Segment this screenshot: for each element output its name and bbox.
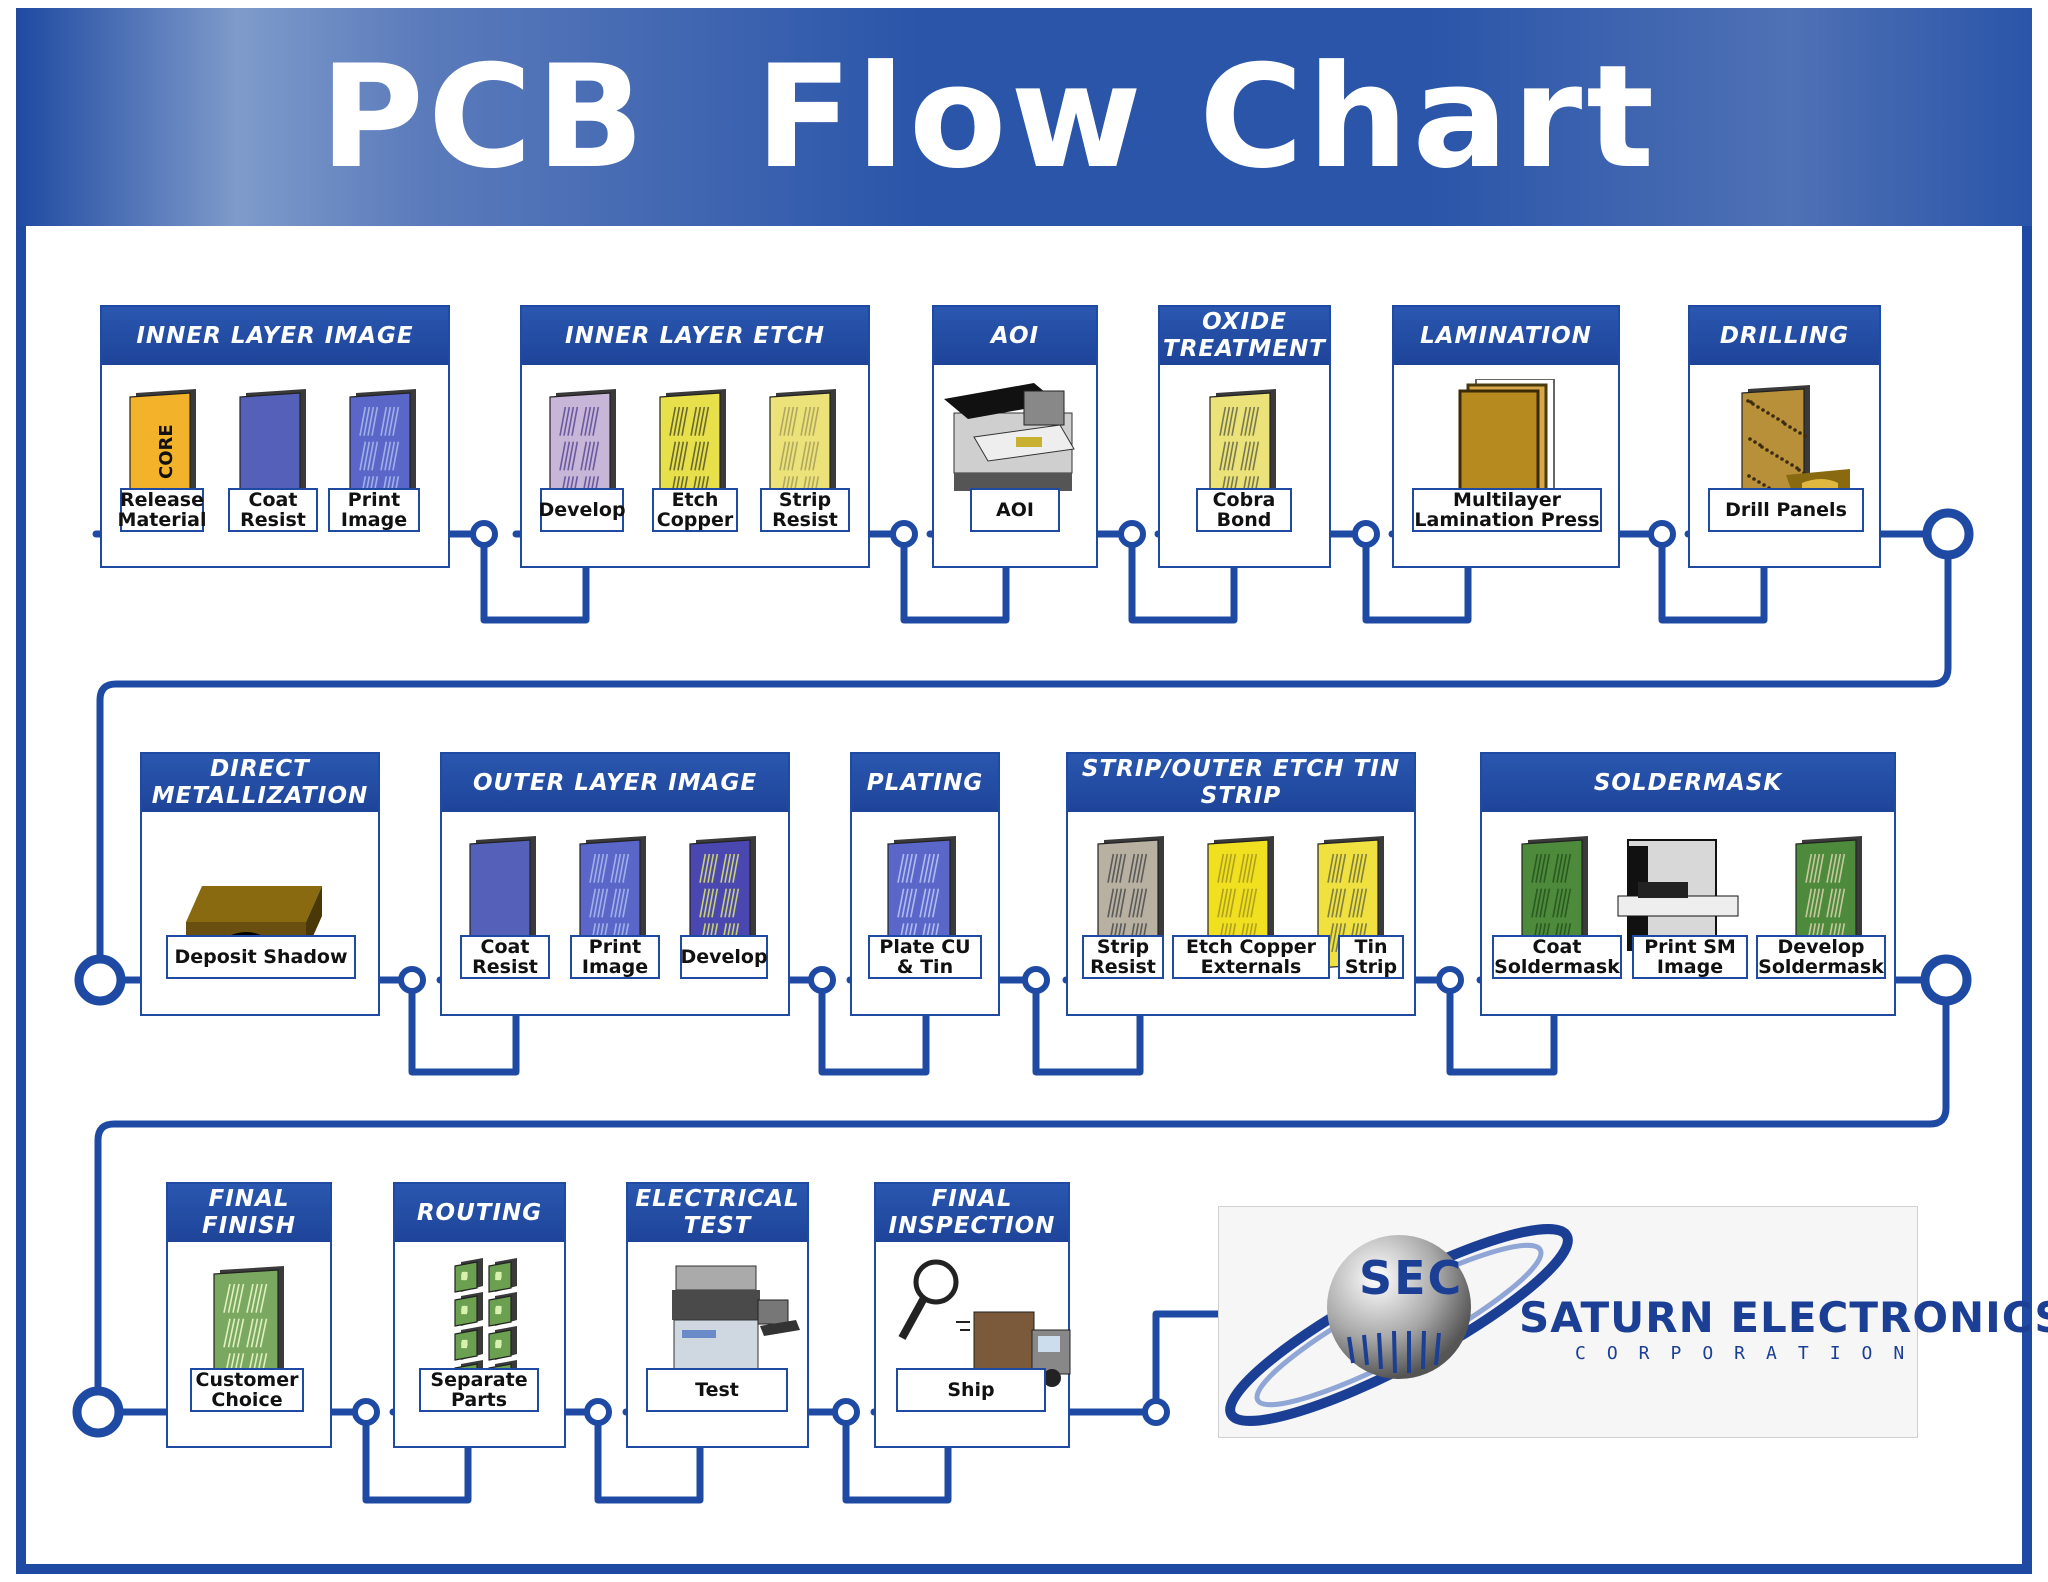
flow-connector-10 — [362, 1408, 472, 1504]
flow-node — [890, 520, 918, 548]
stage-title: LAMINATION — [1394, 307, 1618, 365]
process-step-label: Plate CU & Tin — [868, 935, 982, 979]
process-step-label: Coat Soldermask — [1492, 935, 1622, 979]
flow-connector-6 — [408, 976, 520, 1076]
company-logo: SEC SATURN ELECTRONICS CORPORATION — [1218, 1206, 2048, 1438]
process-step-label: Strip Resist — [760, 488, 850, 532]
process-step-label: Test — [646, 1368, 788, 1412]
logo-mark: SEC — [1359, 1251, 1464, 1305]
flow-node — [1436, 966, 1464, 994]
stage-title: OXIDE TREATMENT — [1160, 307, 1329, 365]
svg-text:CORE: CORE — [156, 424, 177, 479]
saturn-logo-graphic — [1225, 1224, 1573, 1426]
flow-connector-8 — [1032, 976, 1144, 1076]
flow-return-1 — [96, 530, 1952, 984]
flow-line-to-logo — [1152, 1310, 1222, 1416]
flow-node — [1352, 520, 1380, 548]
flow-node — [832, 1398, 860, 1426]
stage-title: PLATING — [852, 754, 998, 812]
stage-title: STRIP/OUTER ETCH TIN STRIP — [1068, 754, 1414, 812]
stage-title: INNER LAYER ETCH — [522, 307, 868, 365]
process-step-label: Develop Soldermask — [1756, 935, 1886, 979]
stage-title: ELECTRICAL TEST — [628, 1184, 807, 1242]
stage-title: FINAL FINISH — [168, 1184, 330, 1242]
process-step-label: Separate Parts — [419, 1368, 539, 1412]
process-step-label: Ship — [896, 1368, 1046, 1412]
process-step-label: Etch Copper — [652, 488, 738, 532]
flow-connector-2 — [900, 530, 1010, 624]
process-illustration — [876, 1256, 1072, 1406]
stage-title: AOI — [934, 307, 1096, 365]
flow-node-large — [1922, 508, 1974, 560]
process-step-label: Print Image — [570, 935, 660, 979]
stage-title: INNER LAYER IMAGE — [102, 307, 448, 365]
page-title: PCB Flow Chart — [319, 34, 1659, 200]
flow-connector-9 — [1446, 976, 1558, 1076]
flow-connector-1 — [480, 530, 590, 624]
company-name: SATURN ELECTRONICS — [1519, 1293, 2048, 1342]
process-step-label: Strip Resist — [1082, 935, 1164, 979]
flow-node-large — [72, 1386, 124, 1438]
process-step-label: Develop — [538, 488, 626, 532]
process-step-label: Tin Strip — [1338, 935, 1404, 979]
company-subtitle: CORPORATION — [1575, 1343, 1926, 1364]
process-step-label: Release Material — [117, 488, 207, 532]
flow-connector-12 — [842, 1408, 952, 1504]
flow-connector-7 — [818, 976, 930, 1076]
stage-title: OUTER LAYER IMAGE — [442, 754, 788, 812]
process-step-label: Deposit Shadow — [166, 935, 356, 979]
flow-connector-4 — [1362, 530, 1472, 624]
process-step-label: AOI — [970, 488, 1060, 532]
process-step-label: Coat Resist — [228, 488, 318, 532]
flow-node — [1022, 966, 1050, 994]
process-illustration — [934, 379, 1100, 529]
flow-node-large — [1920, 954, 1972, 1006]
stage-title: ROUTING — [395, 1184, 564, 1242]
flow-node — [808, 966, 836, 994]
flow-connector-3 — [1128, 530, 1238, 624]
flow-return-2 — [94, 976, 1950, 1416]
process-step-label: Cobra Bond — [1196, 488, 1292, 532]
process-step-label: Drill Panels — [1708, 488, 1864, 532]
process-step-label: Print Image — [328, 488, 420, 532]
flow-node-large — [74, 954, 126, 1006]
flow-node — [1118, 520, 1146, 548]
flow-node — [398, 966, 426, 994]
flow-node — [584, 1398, 612, 1426]
stage-title: DRILLING — [1690, 307, 1879, 365]
stage-title: FINAL INSPECTION — [876, 1184, 1068, 1242]
flow-node — [1142, 1398, 1170, 1426]
stage-title: DIRECT METALLIZATION — [142, 754, 378, 812]
flow-node — [1648, 520, 1676, 548]
process-step-label: Coat Resist — [460, 935, 550, 979]
flow-connector-5 — [1658, 530, 1768, 624]
process-step-label: Develop — [680, 935, 768, 979]
flow-connector-11 — [594, 1408, 704, 1504]
title-banner: PCB Flow Chart — [16, 8, 2032, 226]
flow-node — [470, 520, 498, 548]
process-step-label: Print SM Image — [1632, 935, 1748, 979]
stage-title: SOLDERMASK — [1482, 754, 1894, 812]
flow-node — [352, 1398, 380, 1426]
process-step-label: Customer Choice — [190, 1368, 304, 1412]
process-step-label: Multilayer Lamination Press — [1412, 488, 1602, 532]
process-step-label: Etch Copper Externals — [1172, 935, 1330, 979]
